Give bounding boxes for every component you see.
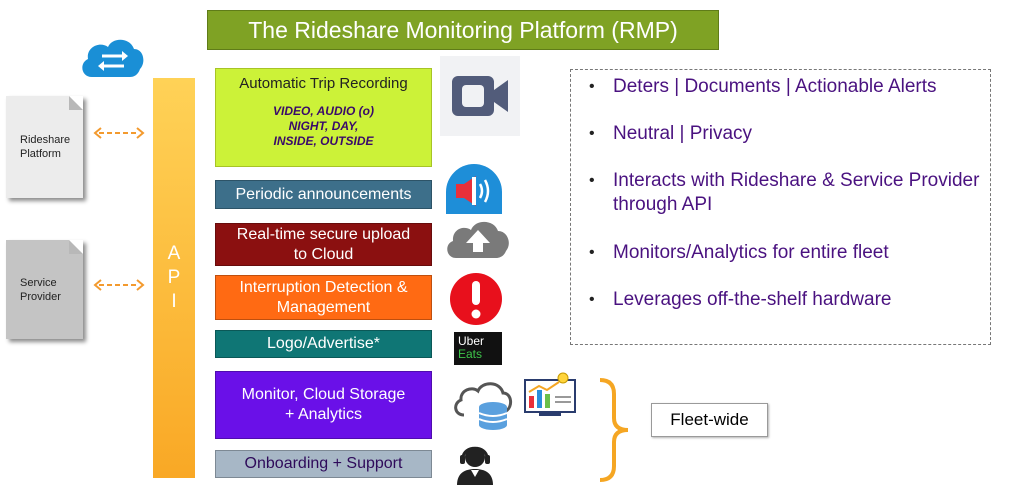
node-label-line: Rideshare [20, 134, 71, 146]
api-letter: A [167, 243, 181, 264]
node-label-line: Service [20, 276, 57, 289]
module-label: to Cloud [293, 245, 354, 263]
cloud-upload-icon [444, 216, 512, 262]
periodic-announcements-box: Periodic announcements [215, 180, 432, 209]
onboarding-support-box: Onboarding + Support [215, 450, 432, 478]
bullet: • [589, 172, 595, 189]
curly-brace-icon [596, 376, 644, 484]
double-arrow-icon [93, 278, 145, 292]
analytics-dashboard-icon [519, 370, 583, 420]
bullet: • [589, 291, 595, 308]
video-camera-icon [440, 56, 520, 136]
recording-detail: INSIDE, OUTSIDE [273, 134, 374, 148]
page-fold-icon [69, 96, 83, 110]
logo-advertise-box: Logo/Advertise* [215, 330, 432, 358]
module-label: Monitor, Cloud Storage [241, 386, 406, 403]
page-fold-icon [69, 240, 83, 254]
megaphone-icon [444, 164, 504, 214]
rideshare-platform-node: Rideshare Platform [6, 96, 83, 198]
alert-icon [449, 272, 503, 326]
secure-upload-box: Real-time secure upload to Cloud [215, 223, 432, 266]
module-label: Real-time secure upload [236, 225, 411, 243]
fleet-wide-label: Fleet-wide [651, 403, 768, 437]
monitor-analytics-box: Monitor, Cloud Storage + Analytics [215, 371, 432, 439]
feature-text: Deters | Documents | Actionable Alerts [613, 76, 937, 97]
support-agent-icon [453, 441, 497, 485]
module-label: Onboarding + Support [244, 455, 403, 472]
feature-text: Neutral | Privacy [613, 123, 753, 144]
module-label: Periodic announcements [235, 185, 412, 203]
node-label-line: Provider [20, 290, 61, 303]
feature-text: Interacts with Rideshare & Service Provi… [613, 170, 980, 215]
feature-text: Monitors/Analytics for entire fleet [613, 242, 889, 263]
brand-line: Eats [458, 347, 483, 361]
bullet: • [589, 244, 595, 261]
api-bar: A P I [153, 78, 195, 478]
bullet: • [589, 78, 595, 95]
recording-heading: Automatic Trip Recording [239, 75, 408, 92]
module-label: Management [276, 298, 371, 316]
node-label-line: Platform [20, 148, 61, 160]
double-arrow-icon [93, 126, 145, 140]
bullet: • [589, 125, 595, 142]
feature-text: Leverages off-the-shelf hardware [613, 289, 892, 310]
recording-detail: VIDEO, AUDIO (o) [273, 104, 374, 118]
uber-eats-logo: Uber Eats [454, 332, 502, 365]
service-provider-node: Service Provider [6, 240, 83, 339]
module-label: Interruption Detection & [239, 278, 408, 296]
cloud-database-icon [450, 377, 514, 433]
features-panel: • Deters | Documents | Actionable Alerts… [570, 69, 991, 345]
api-letter: P [167, 267, 181, 288]
module-label: Logo/Advertise* [267, 335, 380, 352]
page-title: The Rideshare Monitoring Platform (RMP) [207, 10, 719, 50]
api-letter: I [171, 291, 177, 312]
brand-line: Uber [458, 334, 485, 348]
module-label: + Analytics [285, 406, 362, 423]
cloud-sync-icon [78, 33, 146, 81]
interruption-detection-box: Interruption Detection & Management [215, 275, 432, 320]
recording-detail: NIGHT, DAY, [288, 119, 359, 133]
trip-recording-box: Automatic Trip Recording VIDEO, AUDIO (o… [215, 68, 432, 167]
